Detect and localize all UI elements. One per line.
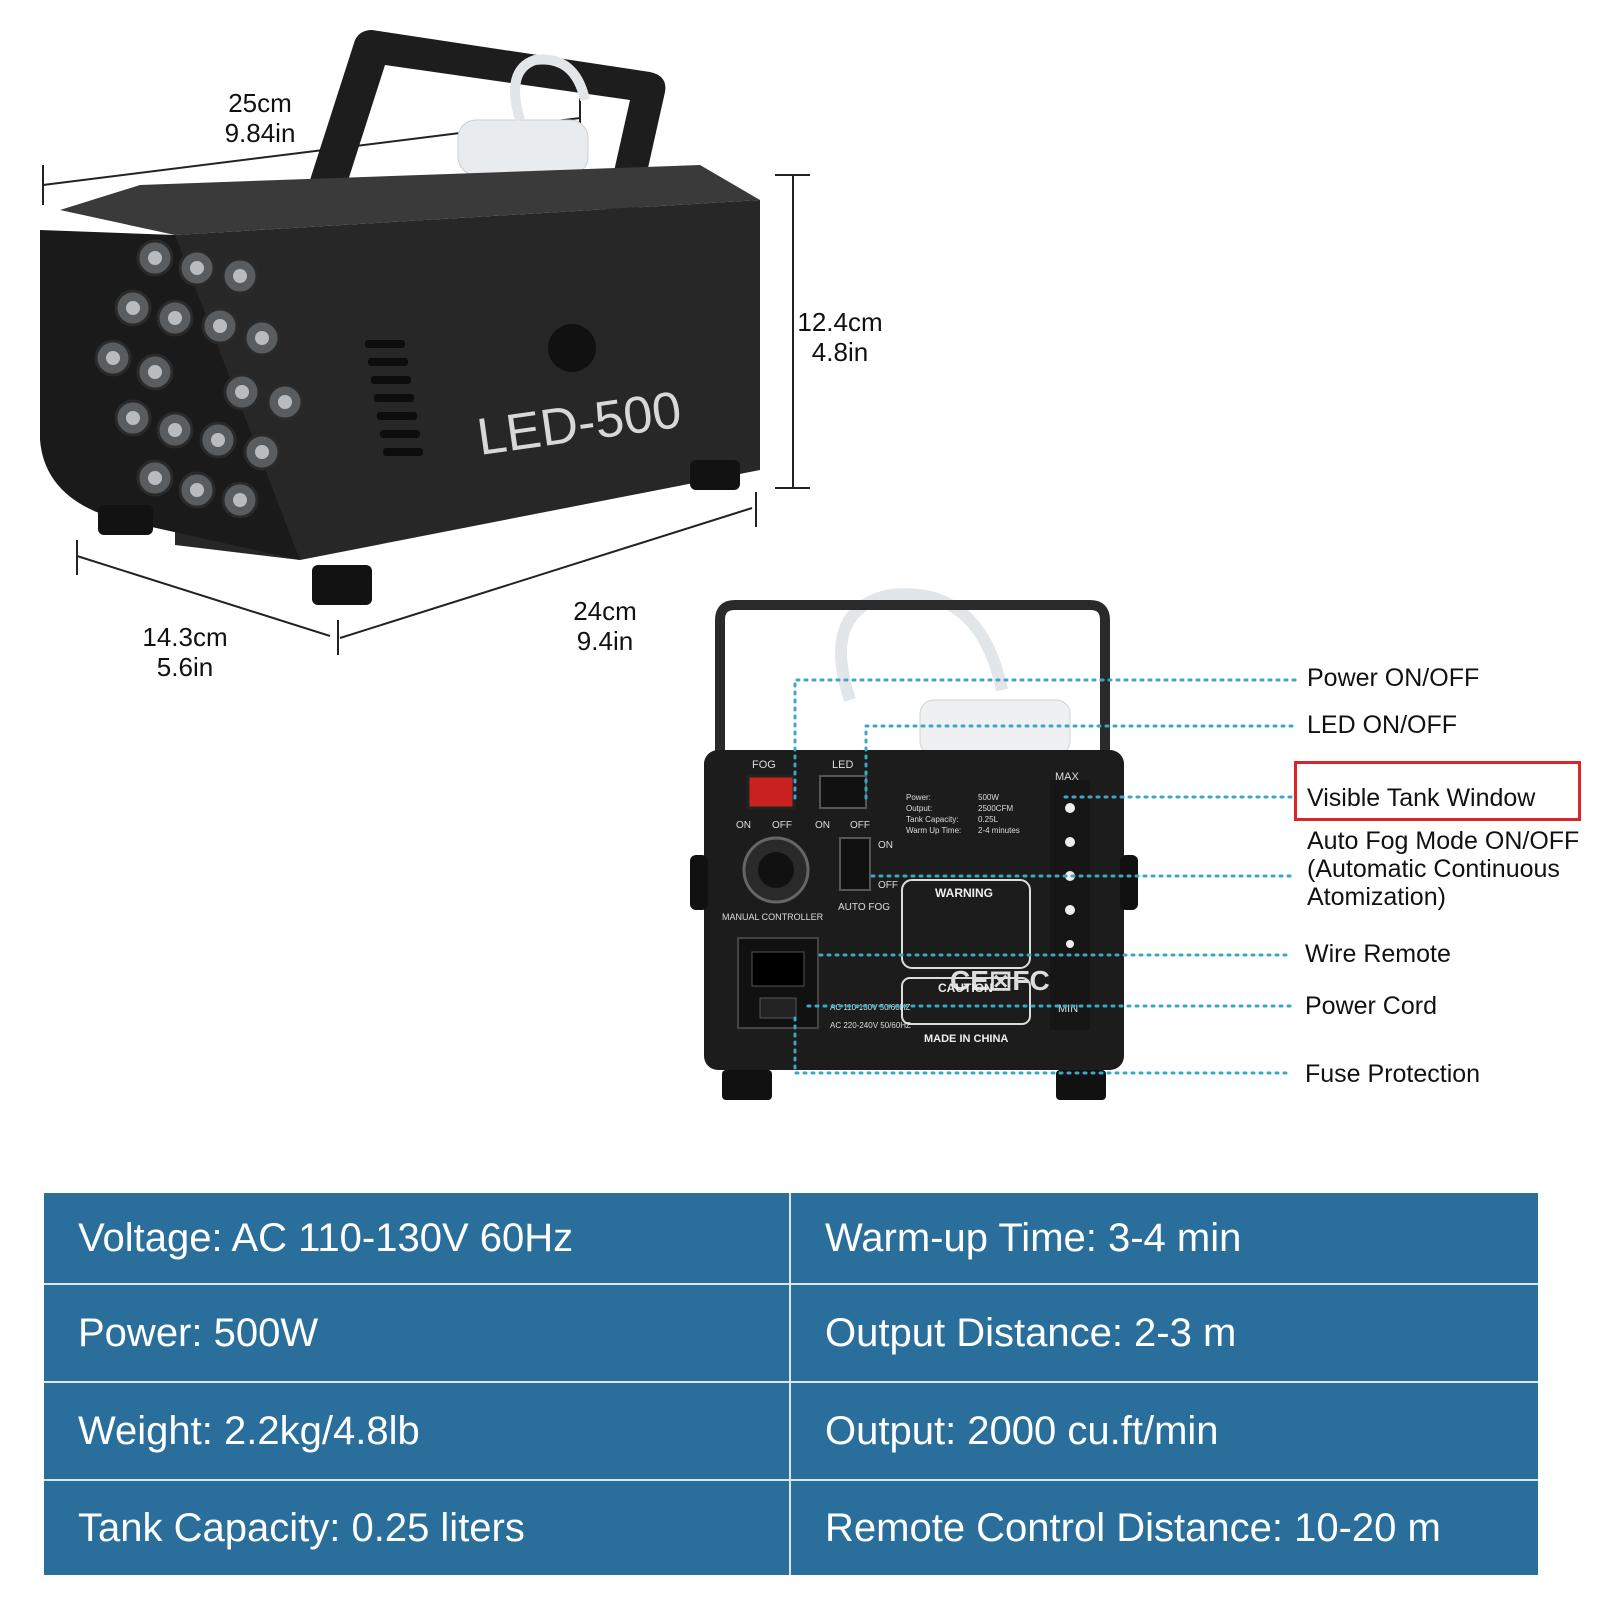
max-label: MAX [1055,771,1080,783]
rear-spec-key: Warm Up Time: [906,826,961,835]
led-lens [126,411,140,425]
dimension-height-label: 12.4cm 4.8in [790,307,890,367]
spec-weight: Weight: 2.2kg/4.8lb [44,1383,791,1481]
callout-line-fuse [793,1016,1292,1075]
spec-table: Voltage: AC 110-130V 60Hz Warm-up Time: … [44,1193,1538,1575]
spec-remote-distance: Remote Control Distance: 10-20 m [825,1505,1441,1550]
callout-visible-tank-window: Visible Tank Window [1307,784,1536,812]
led-lens [126,301,140,315]
manual-controller-label: MANUAL CONTROLLER [722,912,824,922]
rear-spec-value: 2500CFM [978,804,1013,813]
machine-front-panel [40,230,300,560]
dimension-depth-cm: 24cm [573,596,637,626]
led-array [94,239,304,519]
fog-on-label: ON [736,820,751,831]
led-off-label: OFF [850,820,870,831]
led-lens [255,445,269,459]
led-lens [278,395,292,409]
spec-voltage: Voltage: AC 110-130V 60Hz [44,1193,791,1285]
led-lens [255,331,269,345]
dimension-height-cm: 12.4cm [797,307,883,337]
rear-spec-value: 500W [978,793,999,802]
callout-line-power [793,678,1297,800]
fuse-holder[interactable] [759,997,797,1019]
fog-off-label: OFF [772,820,792,831]
dimension-height-in: 4.8in [811,337,869,367]
warning-box [901,879,1031,969]
callout-led-onoff: LED ON/OFF [1307,711,1458,739]
dimension-depth-in: 9.4in [576,626,634,656]
callout-power-onoff: Power ON/OFF [1307,664,1480,692]
rear-spec-label: Power: 500W Output: 2500CFM Tank Capacity: 0.… [906,793,1020,835]
warning-label: WARNING [935,886,993,900]
spec-output: Output: 2000 cu.ft/min [791,1383,1538,1481]
fog-machine-front-image: LED-500 [40,30,810,655]
led-lens [190,483,204,497]
spec-output-distance: Output Distance: 2-3 m [791,1285,1538,1383]
led-lens [233,269,247,283]
led-lens [235,385,249,399]
rear-spec-value: 0.25L [978,815,999,824]
rear-spec-key: Tank Capacity: [906,815,958,824]
rear-spec-key: Output: [906,804,932,813]
led-lens [211,433,225,447]
dimension-line-width [76,540,331,637]
led-lens [148,471,162,485]
led-lens [168,423,182,437]
machine-side-panel [175,200,760,560]
handle-knob [548,324,596,372]
voltage-lines: AC 110-130V 50/60HZ AC 220-240V 50/60HZ [830,1003,911,1030]
auto-fog-off-label: OFF [878,880,898,891]
dimension-length-cm: 25cm [228,88,292,118]
led-lens [148,251,162,265]
fog-power-switch[interactable] [746,774,796,810]
side-vents [365,340,423,456]
callout-line-led [864,724,1297,800]
dimension-length-label: 25cm 9.84in [195,88,325,148]
led-lens [233,493,247,507]
auto-fog-on-label: ON [878,840,893,851]
dimension-width-in: 5.6in [156,652,214,682]
caution-label: CAUTION [938,981,993,995]
dimension-line-depth [337,492,757,655]
spec-tank-capacity: Tank Capacity: 0.25 liters [44,1481,791,1575]
rear-voltage-line: AC 220-240V 50/60HZ [830,1021,911,1030]
svg-text:CE⊠FC⌂: CE⊠FC⌂ [950,965,1067,996]
callout-auto-fog-mode: Auto Fog Mode ON/OFF (Automatic Continuo… [1307,827,1580,911]
spec-power: Power: 500W [44,1285,791,1383]
dimension-width-cm: 14.3cm [142,622,228,652]
led-lens [168,311,182,325]
dimension-length-in: 9.84in [224,118,296,148]
callout-fuse-protection: Fuse Protection [1305,1060,1481,1088]
rear-voltage-line: AC 110-130V 50/60HZ [830,1003,910,1012]
callout-wire-remote: Wire Remote [1305,940,1451,968]
fog-switch-label: FOG [752,759,776,771]
dimension-depth-label: 24cm 9.4in [550,596,660,656]
rear-spec-key: Power: [906,793,931,802]
led-switch-label: LED [832,759,853,771]
callout-highlight-box [1294,761,1581,821]
caution-box [901,977,1031,1025]
callout-power-cord: Power Cord [1305,992,1437,1020]
auto-fog-switch[interactable] [839,837,871,891]
dimension-line-height [775,174,810,489]
led-switch[interactable] [819,775,867,809]
rear-spec-value: 2-4 minutes [978,826,1020,835]
tank-level-window [1050,780,1090,1030]
led-on-label: ON [815,820,830,831]
spec-warm-up-time: Warm-up Time: 3-4 min [791,1193,1538,1285]
made-in-label: MADE IN CHINA [924,1033,1008,1045]
callout-lines [793,678,1297,1075]
led-lens [213,319,227,333]
led-lens [106,351,120,365]
led-lens [148,365,162,379]
dimension-width-label: 14.3cm 5.6in [125,622,245,682]
fog-machine-back-image: FOG ON OFF LED ON OFF ON OFF AUTO FOG MA… [690,588,1138,1100]
led-lens [190,261,204,275]
auto-fog-label: AUTO FOG [838,902,890,913]
